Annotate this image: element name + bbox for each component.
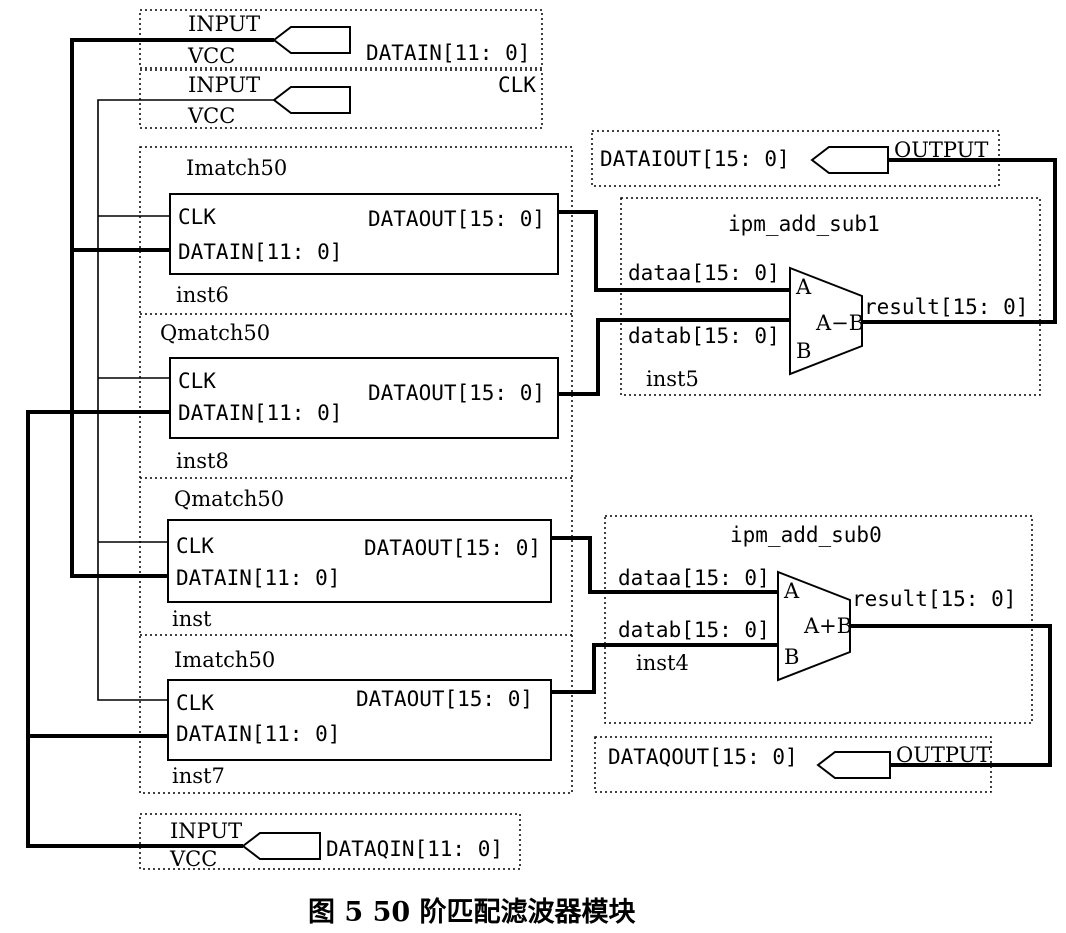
port-clk: CLK [178,205,216,229]
port-datain: DATAIN[11: 0] [178,401,342,425]
match-block-group [139,146,573,794]
pin-name: DATAQIN[11: 0] [326,837,503,861]
add-sub0-block: ipm_add_sub0 dataa[15: 0] datab[15: 0] A… [604,515,1033,724]
instance-name: inst8 [176,449,229,473]
port-a-label: A [783,579,800,603]
input-pin-clk: INPUT VCC CLK [139,69,543,129]
imatch50-inst6: Imatch50 CLK DATAIN[11: 0] DATAOUT[15: 0… [169,156,559,307]
port-result: result[15: 0] [864,295,1028,319]
adder-title: ipm_add_sub0 [730,523,882,547]
port-datain: DATAIN[11: 0] [178,240,342,264]
port-datain: DATAIN[11: 0] [176,722,340,746]
wires [26,38,1057,848]
port-b-label: B [784,645,799,669]
port-dataout: DATAOUT[15: 0] [356,687,533,711]
instance-name: inst6 [176,283,229,307]
input-pin-dataqin: INPUT VCC DATAQIN[11: 0] [139,813,521,871]
operation-label: A−B [815,311,864,335]
qmatch50-inst: Qmatch50 CLK DATAIN[11: 0] DATAOUT[15: 0… [167,487,552,631]
pin-default-label: VCC [187,104,235,128]
pin-type-label: INPUT [188,12,260,36]
port-datain: DATAIN[11: 0] [176,566,340,590]
pin-type-label: INPUT [170,819,242,843]
port-a-label: A [795,275,812,299]
instance-name: inst5 [646,367,699,391]
pin-name: DATAIOUT[15: 0] [600,147,790,171]
port-result: result[15: 0] [852,587,1016,611]
qmatch50-inst8: Qmatch50 CLK DATAIN[11: 0] DATAOUT[15: 0… [160,321,559,473]
imatch50-inst7: Imatch50 CLK DATAIN[11: 0] DATAOUT[15: 0… [167,648,552,788]
input-pin-shape [272,86,351,114]
block-type: Imatch50 [174,648,275,672]
pin-default-label: VCC [187,44,235,68]
input-pin-shape [241,832,321,860]
input-pin-shape [272,26,351,54]
instance-name: inst7 [172,764,225,788]
add-sub1-block: ipm_add_sub1 dataa[15: 0] datab[15: 0] A… [620,197,1041,396]
adder-title: ipm_add_sub1 [728,212,880,236]
input-pin-datain: INPUT VCC DATAIN[11: 0] [139,9,543,69]
block-type: Imatch50 [186,156,287,180]
instance-name: inst4 [636,651,689,675]
pin-name: DATAIN[11: 0] [366,41,530,65]
port-clk: CLK [178,369,216,393]
port-datab: datab[15: 0] [618,618,770,642]
port-dataout: DATAOUT[15: 0] [368,207,545,231]
operation-label: A+B [803,614,852,638]
block-type: Qmatch50 [160,321,270,345]
output-pin-shape [810,146,889,174]
output-pin-dataiout: DATAIOUT[15: 0] OUTPUT [591,130,1000,187]
block-type: Qmatch50 [174,487,284,511]
port-dataa: dataa[15: 0] [618,566,770,590]
port-dataa: dataa[15: 0] [628,261,780,285]
instance-name: inst [172,607,212,631]
pin-type-label: INPUT [188,73,260,97]
port-clk: CLK [176,691,214,715]
port-clk: CLK [176,534,214,558]
port-datab: datab[15: 0] [628,324,780,348]
pin-default-label: VCC [169,847,217,871]
figure-caption: 图 5 50 阶匹配滤波器模块 [308,897,637,928]
subtractor-shape [789,266,863,376]
port-dataout: DATAOUT[15: 0] [364,536,541,560]
port-b-label: B [796,339,811,363]
output-pin-shape [816,751,891,779]
pin-name: DATAQOUT[15: 0] [608,745,798,769]
pin-name: CLK [498,73,536,97]
port-dataout: DATAOUT[15: 0] [368,381,545,405]
